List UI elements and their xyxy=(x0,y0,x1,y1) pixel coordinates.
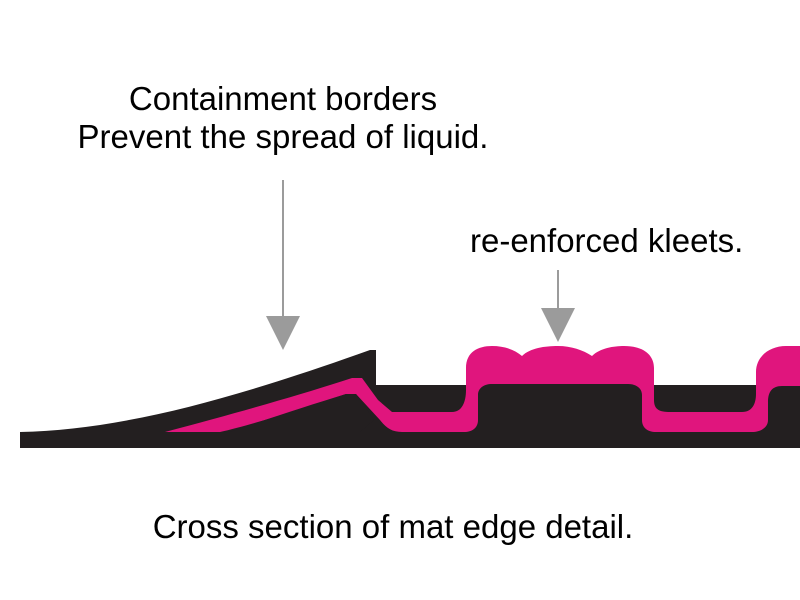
containment-label-line2: Prevent the spread of liquid. xyxy=(77,118,489,155)
kleets-label: re-enforced kleets. xyxy=(470,222,744,259)
mat-base-layer xyxy=(20,350,800,448)
kleets-arrow-head xyxy=(541,308,575,342)
diagram-caption: Cross section of mat edge detail. xyxy=(152,508,634,545)
containment-arrow-head xyxy=(266,316,300,350)
border-ramp-inner xyxy=(230,394,374,432)
mat-top-surface xyxy=(165,346,800,432)
containment-label-line1: Containment borders xyxy=(128,80,438,117)
containment-borders-label: Containment borders Prevent the spread o… xyxy=(38,80,528,156)
